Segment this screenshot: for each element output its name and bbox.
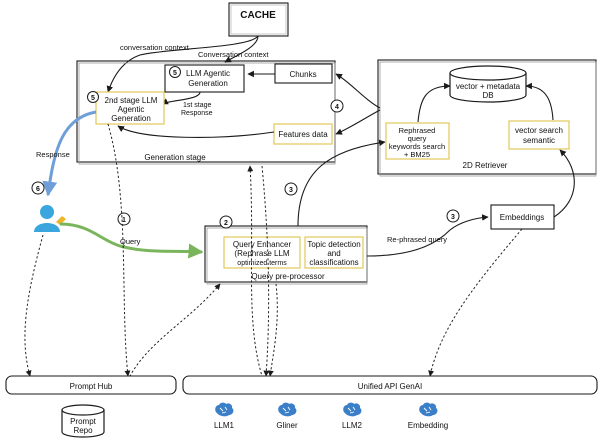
edge-retriever-to-features xyxy=(335,109,381,135)
vector-search-node: vector search semantic xyxy=(508,120,570,150)
edge-rephrased-query xyxy=(366,214,489,257)
features-data-node: Features data xyxy=(273,123,333,145)
brain-icon xyxy=(342,402,362,417)
embeddings-label: Embeddings xyxy=(500,213,544,222)
vector-search-line1: vector search xyxy=(515,126,563,135)
edge-features-to-second-stage xyxy=(117,125,275,138)
generation-stage-label: Generation stage xyxy=(144,153,206,162)
retriever-container: 2D Retriever xyxy=(377,59,597,177)
first-stage-label-2: Response xyxy=(181,110,213,117)
query-preprocessor-container: Query pre-processor 2 xyxy=(204,215,368,285)
enhancer-line1: Query Enhancer xyxy=(233,240,292,249)
step-5-left: 5 xyxy=(91,95,95,102)
chunks-node: Chunks xyxy=(274,63,333,84)
llm-agentic-line2: Generation xyxy=(188,79,228,88)
step-6: 6 xyxy=(36,186,40,193)
db-line2: DB xyxy=(482,91,493,100)
llm-agentic-generation-node: 5 LLM Agentic Generation xyxy=(164,64,245,93)
cache-label: CACHE xyxy=(240,10,276,21)
model-embedding-label: Embedding xyxy=(408,421,448,430)
topic-line1: Topic detection xyxy=(307,240,360,249)
edge-preprocessor-to-rephrased xyxy=(297,139,386,227)
embeddings-node: Embeddings xyxy=(490,204,555,230)
topic-detection-node: Topic detection and classifications xyxy=(304,236,364,269)
prompt-repo-line2: Repo xyxy=(73,426,93,435)
rephrased-query-node: Rephrased query keywords search + BM25 xyxy=(385,122,450,160)
model-gliner: Gliner xyxy=(276,402,298,430)
edge-query xyxy=(59,222,204,259)
step-4: 4 xyxy=(335,104,339,111)
first-stage-label-1: 1st stage xyxy=(183,102,212,109)
brain-icon xyxy=(277,402,297,417)
prompt-repo-line1: Prompt xyxy=(70,417,97,426)
rephrased-line2: query xyxy=(408,134,427,143)
edge-conversation-context-right xyxy=(224,35,259,63)
conversation-context-left-label: conversation context xyxy=(120,43,190,52)
prompt-hub-bar: Prompt Hub xyxy=(5,375,177,395)
dash-gen-to-prompthub xyxy=(107,123,131,377)
model-gliner-label: Gliner xyxy=(276,421,298,430)
edge-response xyxy=(42,110,97,197)
topic-line3: classifications xyxy=(309,258,358,267)
step-2: 2 xyxy=(224,220,228,227)
dash-embeddings-to-unified xyxy=(428,228,523,377)
step-5-top: 5 xyxy=(173,70,177,77)
model-llm1: LLM1 xyxy=(214,402,235,430)
vector-search-line2: semantic xyxy=(523,136,555,145)
query-enhancer-node: Query Enhancer (Rephrase LLM optimized t… xyxy=(223,236,301,269)
query-label: Query xyxy=(120,237,141,246)
db-line1: vector + metadata xyxy=(456,82,521,91)
model-llm2: LLM2 xyxy=(342,402,363,430)
topic-line2: and xyxy=(327,249,340,258)
retriever-label: 2D Retriever xyxy=(463,161,508,170)
rephrased-query-edge-label: Re-phrased query xyxy=(387,235,447,244)
rephrased-line4: + BM25 xyxy=(404,150,430,159)
unified-api-label: Unified API GenAI xyxy=(358,382,422,391)
cache-node: CACHE xyxy=(228,2,289,37)
enhancer-line3: optimized terms xyxy=(237,260,287,267)
response-label: Response xyxy=(36,150,70,159)
unified-api-bar: Unified API GenAI xyxy=(182,375,598,395)
edge-first-stage-response xyxy=(161,91,201,105)
brain-icon xyxy=(418,402,438,417)
chunks-label: Chunks xyxy=(289,70,316,79)
dash-pre-to-unified xyxy=(267,283,278,377)
dash-gen-to-unified-2 xyxy=(261,165,270,377)
edge-db-to-rephrased xyxy=(417,82,451,123)
dash-gen-to-unified-1 xyxy=(247,165,263,377)
second-stage-line1: 2nd stage LLM xyxy=(105,96,158,105)
step-3-right: 3 xyxy=(451,214,455,221)
edge-embeddings-to-vector-search xyxy=(553,149,575,218)
user-icon xyxy=(34,205,66,232)
conversation-context-right-label: Conversation context xyxy=(198,50,269,59)
edge-conversation-context-left xyxy=(106,35,259,93)
prompt-hub-label: Prompt Hub xyxy=(70,382,113,391)
vector-db-node: vector + metadata DB xyxy=(449,65,527,103)
model-llm2-label: LLM2 xyxy=(342,421,363,430)
model-embedding: Embedding xyxy=(408,402,448,430)
rephrased-line1: Rephrased xyxy=(399,126,436,135)
step-3-left: 3 xyxy=(289,187,293,194)
model-llm1-label: LLM1 xyxy=(214,421,235,430)
edge-retriever-to-chunks xyxy=(335,73,381,109)
second-stage-llm-node: 5 2nd stage LLM Agentic Generation xyxy=(87,91,165,125)
preprocessor-label: Query pre-processor xyxy=(251,272,325,281)
brain-icon xyxy=(214,402,234,417)
edge-db-to-vector-search xyxy=(525,82,554,121)
second-stage-line2: Agentic xyxy=(118,105,145,114)
prompt-repo-node: Prompt Repo xyxy=(61,404,105,438)
dash-pre-to-prompthub xyxy=(129,283,221,377)
llm-agentic-line1: LLM Agentic xyxy=(186,69,230,78)
features-label: Features data xyxy=(278,130,328,139)
rephrased-line3: keywords search xyxy=(389,142,445,151)
enhancer-line2: (Rephrase LLM xyxy=(234,249,289,258)
step-1: 1 xyxy=(122,217,126,224)
dash-user-to-prompthub xyxy=(24,234,44,377)
second-stage-line3: Generation xyxy=(111,114,151,123)
